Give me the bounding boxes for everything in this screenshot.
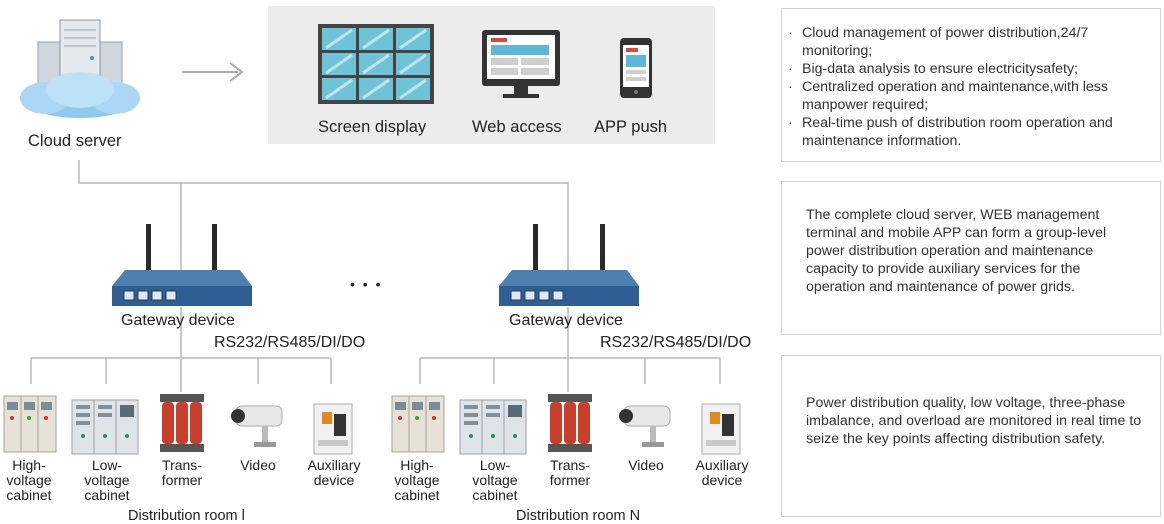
circuit-breaker-icon bbox=[313, 403, 353, 455]
output-label-app-push: APP push bbox=[594, 118, 668, 136]
circuit-breaker-icon bbox=[701, 403, 741, 455]
protocol-label: RS232/RS485/DI/DO bbox=[214, 334, 366, 351]
room-label: Distribution room l bbox=[128, 508, 245, 524]
ellipsis: • • • bbox=[350, 276, 383, 292]
monitoring-panel: Power distribution quality, low voltage,… bbox=[781, 355, 1161, 517]
transformer-icon bbox=[160, 394, 204, 452]
feature-item: Big-data analysis to ensure electricitys… bbox=[782, 60, 1146, 78]
arrow-icon bbox=[182, 62, 244, 82]
camera-icon bbox=[231, 405, 283, 447]
camera-icon bbox=[619, 405, 671, 447]
device-label-low-voltage-cabinet: Low- voltage cabinet bbox=[472, 457, 518, 503]
feature-item: Cloud management of power distribution,2… bbox=[782, 24, 1146, 60]
high-voltage-cabinet-icon bbox=[391, 395, 445, 453]
device-label-transformer: Trans- former bbox=[549, 457, 591, 488]
feature-item: Centralized operation and maintenance,wi… bbox=[782, 78, 1146, 114]
description-text: The complete cloud server, WEB managemen… bbox=[806, 207, 1107, 295]
monitor-icon bbox=[482, 30, 560, 98]
gateway-label: Gateway device bbox=[121, 312, 235, 329]
features-panel: Cloud management of power distribution,2… bbox=[781, 8, 1161, 162]
device-label-high-voltage-cabinet: High- voltage cabinet bbox=[6, 457, 52, 503]
device-label-low-voltage-cabinet: Low- voltage cabinet bbox=[84, 457, 130, 503]
protocol-label: RS232/RS485/DI/DO bbox=[600, 334, 752, 351]
device-label-high-voltage-cabinet: High- voltage cabinet bbox=[394, 457, 440, 503]
high-voltage-cabinet-icon bbox=[3, 395, 57, 453]
video-wall-icon bbox=[318, 24, 434, 104]
gateway-icon bbox=[112, 224, 252, 306]
output-label-screen-display: Screen display bbox=[318, 118, 427, 136]
device-label-video: Video bbox=[240, 457, 276, 473]
monitoring-text: Power distribution quality, low voltage,… bbox=[806, 395, 1142, 447]
low-voltage-cabinet-icon bbox=[71, 399, 139, 455]
low-voltage-cabinet-icon bbox=[459, 399, 527, 455]
device-label-auxiliary-device: Auxiliary device bbox=[695, 457, 749, 488]
device-label-auxiliary-device: Auxiliary device bbox=[307, 457, 361, 488]
device-label-video: Video bbox=[628, 457, 664, 473]
gateway-icon bbox=[499, 224, 639, 306]
gateway-label: Gateway device bbox=[509, 312, 623, 329]
description-panel: The complete cloud server, WEB managemen… bbox=[781, 181, 1161, 335]
smartphone-icon bbox=[620, 38, 652, 98]
room-label: Distribution room N bbox=[516, 508, 641, 524]
feature-item: Real-time push of distribution room oper… bbox=[782, 114, 1146, 150]
transformer-icon bbox=[548, 394, 592, 452]
device-label-transformer: Trans- former bbox=[161, 457, 203, 488]
bus-line bbox=[78, 160, 569, 272]
cloud-server-label: Cloud server bbox=[28, 132, 122, 150]
output-label-web-access: Web access bbox=[472, 118, 562, 136]
features-list: Cloud management of power distribution,2… bbox=[782, 24, 1160, 150]
cloud-server-icon bbox=[20, 19, 140, 118]
